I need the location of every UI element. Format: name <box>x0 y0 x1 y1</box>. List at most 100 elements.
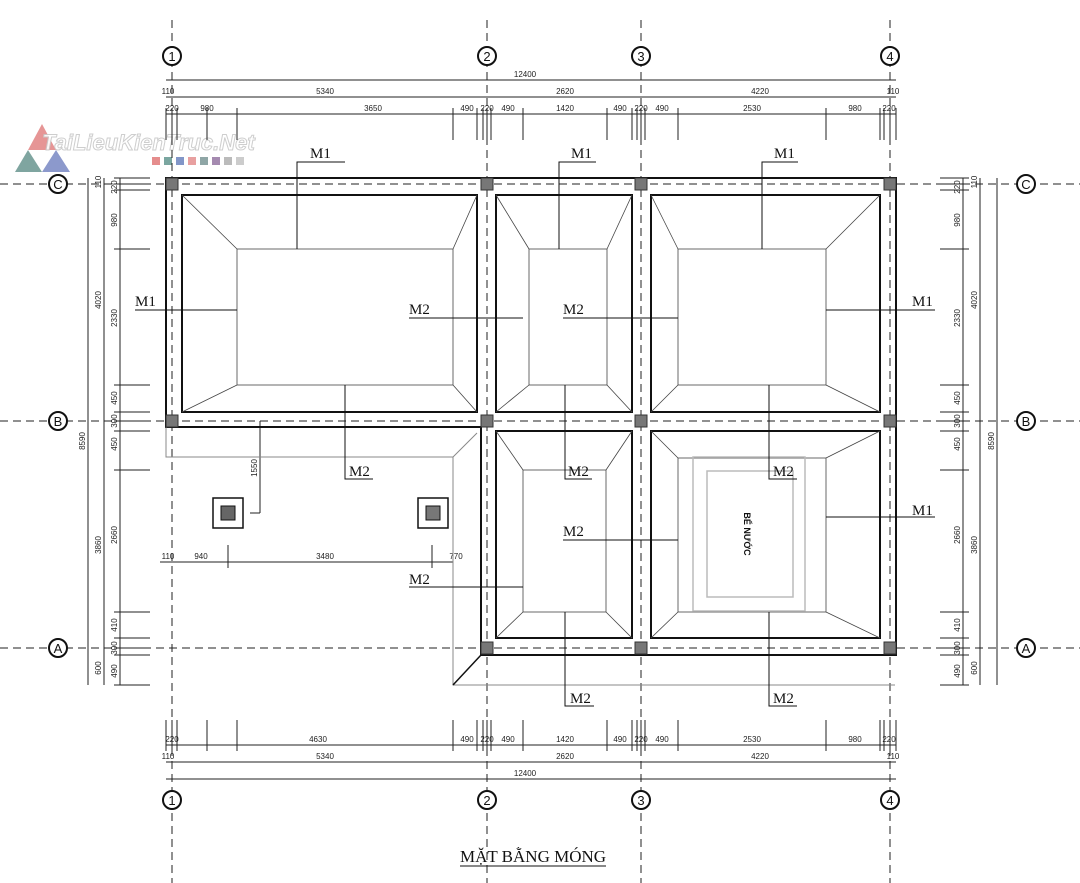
axis-label-a-right: A <box>1022 641 1031 656</box>
water-tank <box>692 456 806 612</box>
column <box>165 177 179 191</box>
dim-right-detail: 220 <box>953 180 962 194</box>
label-leader <box>558 161 596 249</box>
watermark-text: TaiLieuKienTruc.Net <box>42 130 256 155</box>
axis-label-2-top: 2 <box>483 49 490 64</box>
dim-left-overall: 8590 <box>78 432 87 450</box>
label-leader <box>344 385 373 480</box>
axis-label-4-top: 4 <box>886 49 893 64</box>
dim-interior: 3480 <box>316 552 334 561</box>
dim-left-detail: 490 <box>110 664 119 678</box>
dim-left-span: 600 <box>94 661 103 675</box>
footing-label: M2 <box>563 524 584 540</box>
footing-label: M2 <box>409 572 430 588</box>
dim-bottom-span: 4220 <box>751 752 769 761</box>
axis-label-1-bottom: 1 <box>168 793 175 808</box>
column <box>634 177 648 191</box>
dim-right-detail: 300 <box>953 641 962 655</box>
footing-label: M1 <box>571 146 592 162</box>
footing <box>181 194 478 413</box>
footing <box>650 194 881 413</box>
dim-interior: 940 <box>194 552 208 561</box>
column <box>883 414 897 428</box>
footing-label: M1 <box>135 294 156 310</box>
dim-right-detail: 2330 <box>953 309 962 327</box>
dim-bottom-detail: 220 <box>882 735 896 744</box>
dimension-ticks <box>114 108 969 751</box>
dim-top-detail: 490 <box>460 104 474 113</box>
dim-top-detail: 220 <box>634 104 648 113</box>
dim-interior: 770 <box>449 552 463 561</box>
dim-bottom-detail: 980 <box>848 735 862 744</box>
dim-left-span: 110 <box>94 175 103 188</box>
dim-right-span: 3860 <box>970 536 979 554</box>
dim-interior: 1550 <box>250 459 259 477</box>
dim-top-detail: 980 <box>200 104 214 113</box>
dimension-lines <box>87 79 998 780</box>
dim-bottom-detail: 220 <box>634 735 648 744</box>
column <box>883 641 897 655</box>
footing-label: M2 <box>568 464 589 480</box>
dim-bottom-span: 2620 <box>556 752 574 761</box>
column <box>165 414 179 428</box>
label-leader <box>564 385 592 480</box>
dim-top-detail: 2530 <box>743 104 761 113</box>
axis-label-3-bottom: 3 <box>637 793 644 808</box>
axis-label-2-bottom: 2 <box>483 793 490 808</box>
axis-label-4-bottom: 4 <box>886 793 893 808</box>
pedestal-columns <box>212 497 449 529</box>
footing-label: M1 <box>774 146 795 162</box>
dim-left-detail: 2330 <box>110 309 119 327</box>
dim-left-detail: 300 <box>110 414 119 428</box>
dim-bottom-detail: 220 <box>480 735 494 744</box>
axis-label-1-top: 1 <box>168 49 175 64</box>
dim-top-detail: 490 <box>501 104 515 113</box>
footing-label: M2 <box>349 464 370 480</box>
dim-bottom-detail: 490 <box>460 735 474 744</box>
dim-left-detail: 450 <box>110 437 119 451</box>
dim-bottom-span: 5340 <box>316 752 334 761</box>
label-leaders <box>135 161 935 707</box>
dim-top-detail: 220 <box>882 104 896 113</box>
dim-top-overall: 12400 <box>514 70 537 79</box>
footing-label: M2 <box>563 302 584 318</box>
dim-left-detail: 450 <box>110 391 119 405</box>
column <box>480 177 494 191</box>
footing-label: M2 <box>570 691 591 707</box>
label-leader <box>768 612 797 707</box>
dim-bottom-overall: 12400 <box>514 769 537 778</box>
label-leader <box>761 161 798 249</box>
dim-top-span: 5340 <box>316 87 334 96</box>
dim-top-detail: 3650 <box>364 104 382 113</box>
dim-bottom-detail: 4630 <box>309 735 327 744</box>
label-leader <box>564 612 594 707</box>
column <box>480 641 494 655</box>
dim-bottom-detail: 1420 <box>556 735 574 744</box>
dim-top-detail: 220 <box>165 104 179 113</box>
dim-right-detail: 300 <box>953 414 962 428</box>
axis-label-c-right: C <box>1021 177 1030 192</box>
dim-bottom-detail: 220 <box>165 735 179 744</box>
footing-label: M2 <box>773 464 794 480</box>
dim-top-detail: 220 <box>480 104 494 113</box>
column <box>634 414 648 428</box>
axis-label-b-right: B <box>1022 414 1031 429</box>
watermark-logo: TaiLieuKienTruc.Net <box>15 124 257 172</box>
dim-left-detail: 220 <box>110 180 119 194</box>
dim-bottom-detail: 490 <box>501 735 515 744</box>
dim-top-detail: 490 <box>655 104 669 113</box>
dim-top-detail: 980 <box>848 104 862 113</box>
axis-bubbles <box>48 46 1036 810</box>
dim-bottom-detail: 490 <box>655 735 669 744</box>
dim-top-span: 110 <box>162 87 175 96</box>
dim-right-overall: 8590 <box>987 432 996 450</box>
dim-left-detail: 980 <box>110 213 119 227</box>
slab-edge <box>165 427 895 686</box>
axis-label-3-top: 3 <box>637 49 644 64</box>
dimension-texts: 220 980 3650 490 220 490 1420 490 220 490 2530 980 2… <box>78 70 996 778</box>
dim-top-span: 4220 <box>751 87 769 96</box>
drawing-title: MẶT BẰNG MÓNG <box>460 847 606 866</box>
dim-interior: 110 <box>162 552 175 561</box>
